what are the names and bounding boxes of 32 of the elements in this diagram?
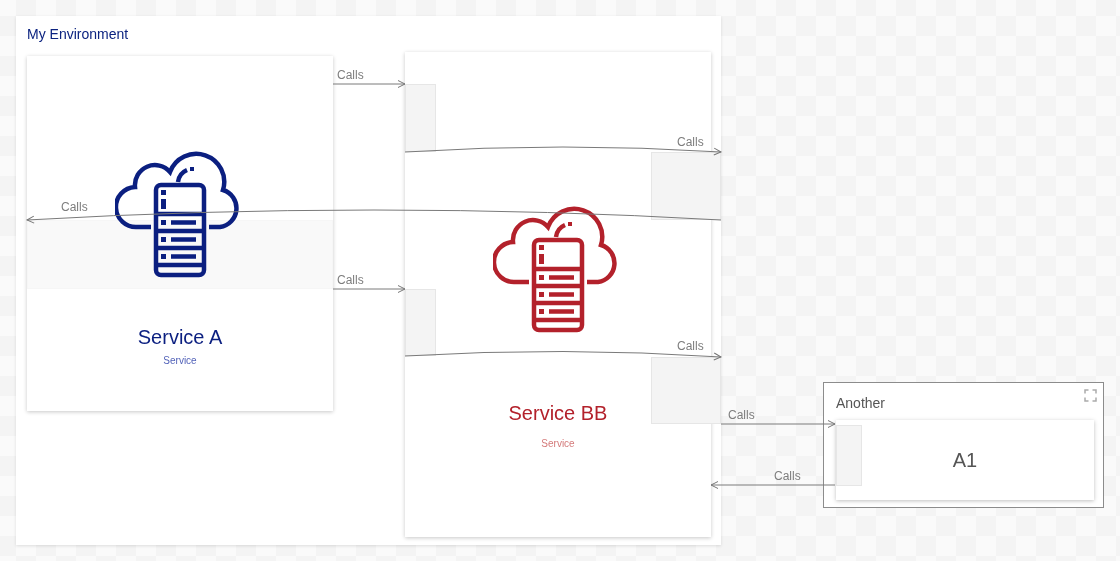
service-card xyxy=(405,52,711,537)
arrow xyxy=(710,481,836,489)
edge-label: Calls xyxy=(337,68,364,82)
edge-label: Calls xyxy=(677,339,704,353)
service-card xyxy=(27,56,333,411)
port-box xyxy=(836,425,862,486)
port-box xyxy=(405,289,436,356)
arrow xyxy=(332,80,406,88)
environment-panel xyxy=(16,16,721,545)
arrow xyxy=(404,146,722,156)
arrow xyxy=(404,351,722,361)
group-frame xyxy=(823,382,1104,508)
edge-label: Calls xyxy=(677,135,704,149)
service-type: Service xyxy=(541,438,575,450)
group-title: Another xyxy=(836,395,886,412)
edge-label: Calls xyxy=(728,408,755,422)
port-box xyxy=(651,152,721,220)
edge-label: Calls xyxy=(774,469,801,483)
arrow xyxy=(26,209,722,224)
service-name: Service BB xyxy=(508,401,608,425)
port-box xyxy=(651,357,721,424)
card-label: A1 xyxy=(952,448,978,472)
shaded-band xyxy=(27,220,333,289)
arrow xyxy=(332,285,406,293)
arrow xyxy=(720,420,836,428)
edge-label: Calls xyxy=(61,200,88,214)
service-name: Service A xyxy=(137,325,223,349)
port-box xyxy=(405,84,436,152)
panel-title: My Environment xyxy=(27,26,129,43)
service-type: Service xyxy=(163,355,197,367)
edge-label: Calls xyxy=(337,273,364,287)
component-card xyxy=(836,420,1094,500)
